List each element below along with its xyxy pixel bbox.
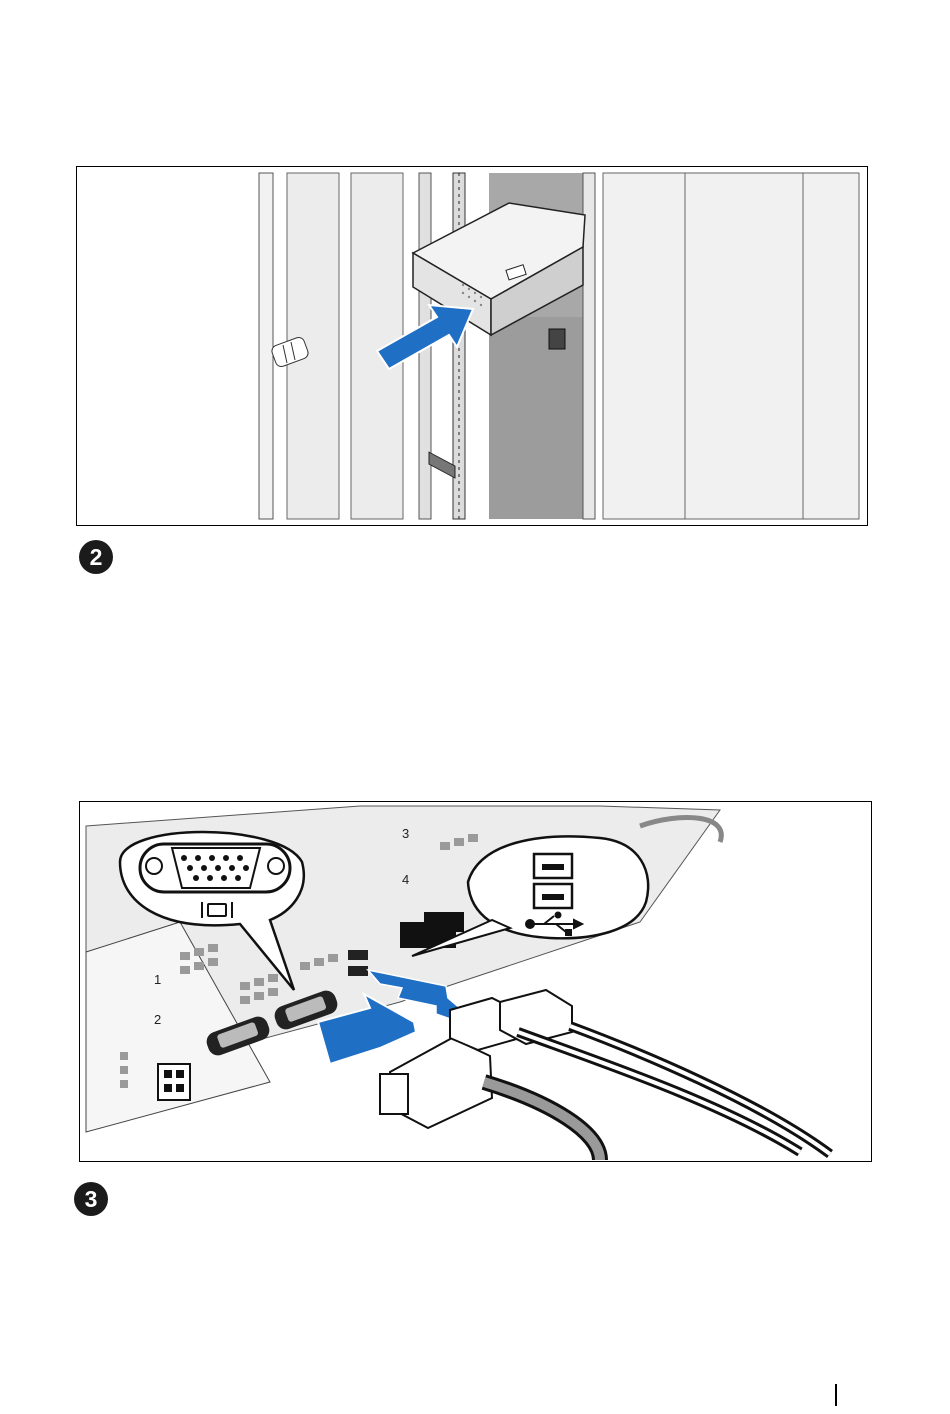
step-number-badge: 2 [79, 540, 113, 574]
rear-cable-connection-figure: 1 2 3 4 [79, 801, 872, 1162]
rear-cable-connection-illustration: 1 2 3 4 [80, 802, 871, 1161]
slot-3-label: 3 [402, 826, 409, 841]
page-footer-rule [835, 1384, 837, 1406]
step-number-badge: 3 [74, 1182, 108, 1216]
rack-insertion-figure [76, 166, 868, 526]
slot-2-label: 2 [154, 1012, 161, 1027]
slot-4-label: 4 [402, 872, 409, 887]
vga-cable-icon[interactable] [380, 1038, 600, 1160]
usb-cable-icon[interactable] [450, 990, 830, 1154]
rack-insertion-illustration [77, 167, 867, 525]
power-connector-icon [158, 1064, 190, 1100]
slot-1-label: 1 [154, 972, 161, 987]
